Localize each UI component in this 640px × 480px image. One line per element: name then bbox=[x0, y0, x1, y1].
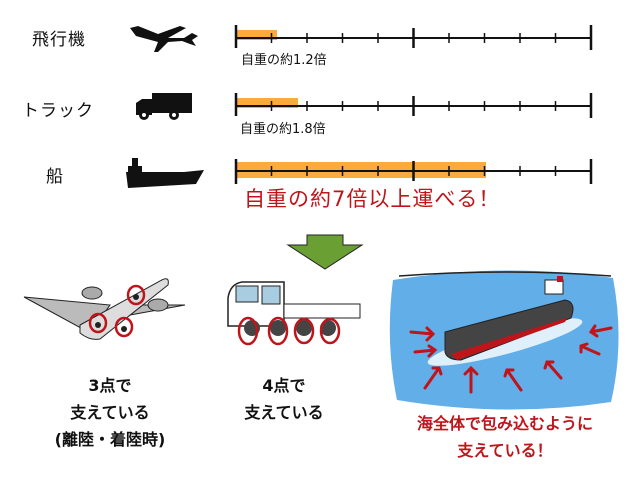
bar-row-truck bbox=[234, 93, 593, 118]
ship-caption-line2: 支えている！ bbox=[457, 441, 553, 460]
airplane-capacity-note: 自重の約1.2倍 bbox=[241, 53, 327, 68]
airplane-illustration bbox=[23, 278, 186, 340]
bar-row-airplane bbox=[234, 25, 593, 50]
airplane-caption: 3点で 支えている (離陸・着陸時) bbox=[40, 372, 180, 453]
truck-caption-line2: 支えている bbox=[244, 403, 324, 422]
capacity-bar-chart bbox=[234, 25, 593, 184]
truck-illustration bbox=[227, 281, 361, 346]
airplane-caption-line3: (離陸・着陸時) bbox=[54, 430, 166, 449]
bar-row-ship bbox=[234, 159, 593, 184]
truck-capacity-note: 自重の約1.8倍 bbox=[240, 122, 326, 137]
row-label-ship: 船 bbox=[46, 167, 64, 187]
truck-caption: 4点で 支えている bbox=[224, 372, 344, 426]
truck-silhouette-icon bbox=[136, 93, 192, 120]
ship-caption-line1: 海全体で包み込むように bbox=[416, 414, 593, 433]
down-arrow-icon bbox=[286, 234, 364, 270]
airplane-caption-line1: 3点で bbox=[88, 376, 132, 395]
airplane-silhouette-icon bbox=[130, 26, 198, 52]
ship-silhouette-icon bbox=[126, 158, 204, 188]
row-label-airplane: 飛行機 bbox=[32, 30, 86, 50]
sea-ship-illustration bbox=[389, 270, 619, 410]
airplane-caption-line2: 支えている bbox=[70, 403, 150, 422]
ship-capacity-note: 自重の約7倍以上運べる！ bbox=[244, 187, 501, 211]
row-label-truck: トラック bbox=[22, 101, 94, 121]
ship-caption: 海全体で包み込むように 支えている！ bbox=[385, 410, 625, 464]
truck-caption-line1: 4点で bbox=[262, 376, 306, 395]
